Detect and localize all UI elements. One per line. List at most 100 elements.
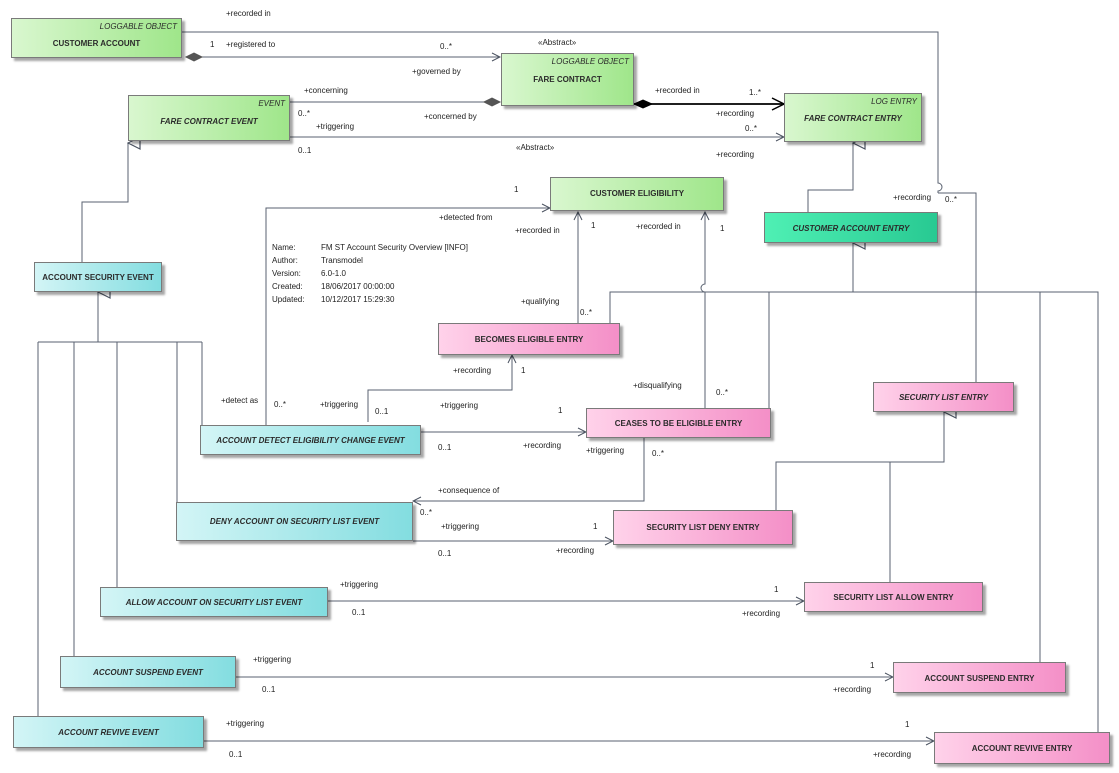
class-account-suspend-entry[interactable]: ACCOUNT SUSPEND ENTRY: [893, 662, 1066, 693]
multiplicity-label: 1: [870, 661, 875, 670]
stereotype-label: «Abstract»: [516, 143, 555, 152]
role-label: +recorded in: [515, 226, 560, 235]
class-name: SECURITY LIST ENTRY: [898, 393, 989, 402]
role-label: +recorded in: [655, 86, 700, 95]
info-author: Transmodel: [321, 256, 363, 265]
multiplicity-label: 0..*: [274, 400, 287, 409]
stereotype-label: LOG ENTRY: [871, 97, 917, 106]
assoc-account-recorded-in: [182, 31, 943, 193]
multiplicity-label: 1..*: [749, 88, 762, 97]
generalization-entries-cae: [609, 291, 1099, 732]
assoc-consequence-of: [413, 438, 645, 501]
multiplicity-label: 0..*: [440, 42, 453, 51]
role-label: +qualifying: [521, 297, 560, 306]
role-label: +triggering: [441, 522, 480, 531]
class-name: ALLOW ACCOUNT ON SECURITY LIST EVENT: [125, 598, 303, 607]
class-security-list-deny-entry[interactable]: SECURITY LIST DENY ENTRY: [613, 510, 793, 545]
multiplicity-label: 0..*: [716, 388, 729, 397]
multiplicity-label: 1: [591, 221, 596, 230]
class-name: ACCOUNT REVIVE EVENT: [58, 728, 159, 737]
multiplicity-label: 0..*: [580, 308, 593, 317]
class-name: FARE CONTRACT EVENT: [160, 117, 258, 126]
multiplicity-label: 0..1: [375, 407, 389, 416]
class-name: ACCOUNT REVIVE ENTRY: [971, 744, 1073, 753]
multiplicity-label: 1: [558, 406, 563, 415]
multiplicity-label: 0..1: [438, 549, 452, 558]
role-label: +registered to: [226, 40, 276, 49]
multiplicity-label: 0..*: [745, 124, 758, 133]
class-customer-account-entry[interactable]: CUSTOMER ACCOUNT ENTRY: [764, 212, 938, 243]
class-name: CUSTOMER ELIGIBILITY: [589, 189, 685, 198]
class-fare-contract-entry[interactable]: LOG ENTRY FARE CONTRACT ENTRY: [784, 93, 922, 142]
role-label: +recording: [742, 609, 781, 618]
class-fare-contract-event[interactable]: EVENT FARE CONTRACT EVENT: [128, 95, 290, 141]
role-label: +triggering: [440, 401, 479, 410]
info-key: Created:: [272, 282, 303, 291]
info-key: Name:: [272, 243, 296, 252]
role-label: +disqualifying: [633, 381, 682, 390]
multiplicity-label: 1: [774, 585, 779, 594]
info-key: Updated:: [272, 295, 305, 304]
role-label: +recording: [453, 366, 492, 375]
class-fare-contract[interactable]: LOGGABLE OBJECT FARE CONTRACT: [501, 53, 634, 106]
role-label: +triggering: [316, 122, 355, 131]
class-account-detect-eligibility-change-event[interactable]: ACCOUNT DETECT ELIGIBILITY CHANGE EVENT: [200, 425, 421, 455]
class-becomes-eligible-entry[interactable]: BECOMES ELIGIBLE ENTRY: [438, 323, 620, 355]
assoc-cae-recording: [938, 192, 977, 382]
class-account-suspend-event[interactable]: ACCOUNT SUSPEND EVENT: [60, 656, 236, 688]
assoc-detected-from: [265, 208, 550, 425]
composition-diamond-account: [184, 52, 204, 62]
generalization-ase-fce: [81, 143, 128, 262]
class-account-security-event[interactable]: ACCOUNT SECURITY EVENT: [34, 262, 162, 292]
diagram-info: Name: FM ST Account Security Overview [IN…: [272, 243, 468, 308]
role-label: +triggering: [253, 655, 292, 664]
class-name: ACCOUNT DETECT ELIGIBILITY CHANGE EVENT: [216, 436, 405, 445]
role-label: +recording: [893, 193, 932, 202]
class-account-revive-event[interactable]: ACCOUNT REVIVE EVENT: [13, 716, 204, 748]
role-label: +recorded in: [636, 222, 681, 231]
class-allow-account-on-security-list-event[interactable]: ALLOW ACCOUNT ON SECURITY LIST EVENT: [100, 587, 328, 617]
multiplicity-label: 1: [593, 522, 598, 531]
role-label: +recording: [716, 150, 755, 159]
class-name: ACCOUNT SECURITY EVENT: [42, 273, 154, 282]
stereotype-label: «Abstract»: [538, 38, 577, 47]
stereotype-label: LOGGABLE OBJECT: [99, 22, 177, 31]
class-name: FARE CONTRACT ENTRY: [804, 114, 902, 123]
multiplicity-label: 1: [720, 224, 725, 233]
class-name: CUSTOMER ACCOUNT: [52, 39, 141, 48]
role-label: +detected from: [439, 213, 493, 222]
class-name: ACCOUNT SUSPEND EVENT: [93, 668, 203, 677]
class-security-list-entry[interactable]: SECURITY LIST ENTRY: [873, 382, 1014, 412]
class-name: ACCOUNT SUSPEND ENTRY: [924, 674, 1035, 683]
class-name: SECURITY LIST DENY ENTRY: [646, 523, 760, 532]
class-name: CEASES TO BE ELIGIBLE ENTRY: [614, 419, 743, 428]
class-name: SECURITY LIST ALLOW ENTRY: [833, 593, 954, 602]
role-label: +triggering: [226, 719, 265, 728]
assoc-bee-recording: [367, 355, 512, 422]
multiplicity-label: 0..1: [262, 685, 276, 694]
class-customer-account[interactable]: LOGGABLE OBJECT CUSTOMER ACCOUNT: [11, 18, 182, 58]
info-key: Author:: [272, 256, 298, 265]
role-label: +consequence of: [438, 486, 500, 495]
info-name: FM ST Account Security Overview [INFO]: [321, 243, 468, 252]
assoc-disqualifying: [700, 212, 705, 408]
info-updated: 10/12/2017 15:29:30: [321, 295, 395, 304]
class-customer-eligibility[interactable]: CUSTOMER ELIGIBILITY: [550, 177, 724, 211]
class-deny-account-on-security-list-event[interactable]: DENY ACCOUNT ON SECURITY LIST EVENT: [176, 502, 413, 541]
multiplicity-label: 0..1: [229, 750, 243, 759]
stereotype-label: EVENT: [258, 99, 285, 108]
role-label: +recording: [716, 109, 755, 118]
multiplicity-label: 0..1: [298, 146, 312, 155]
class-account-revive-entry[interactable]: ACCOUNT REVIVE ENTRY: [934, 732, 1110, 764]
multiplicity-label: 1: [514, 185, 519, 194]
info-version: 6.0-1.0: [321, 269, 346, 278]
multiplicity-label: 0..*: [420, 508, 433, 517]
class-ceases-to-be-eligible-entry[interactable]: CEASES TO BE ELIGIBLE ENTRY: [586, 408, 771, 438]
multiplicity-label: 0..1: [352, 608, 366, 617]
class-security-list-allow-entry[interactable]: SECURITY LIST ALLOW ENTRY: [804, 582, 983, 612]
info-created: 18/06/2017 00:00:00: [321, 282, 395, 291]
role-label: +concerned by: [424, 112, 477, 121]
role-label: +detect as: [221, 396, 259, 405]
role-label: +triggering: [586, 446, 625, 455]
